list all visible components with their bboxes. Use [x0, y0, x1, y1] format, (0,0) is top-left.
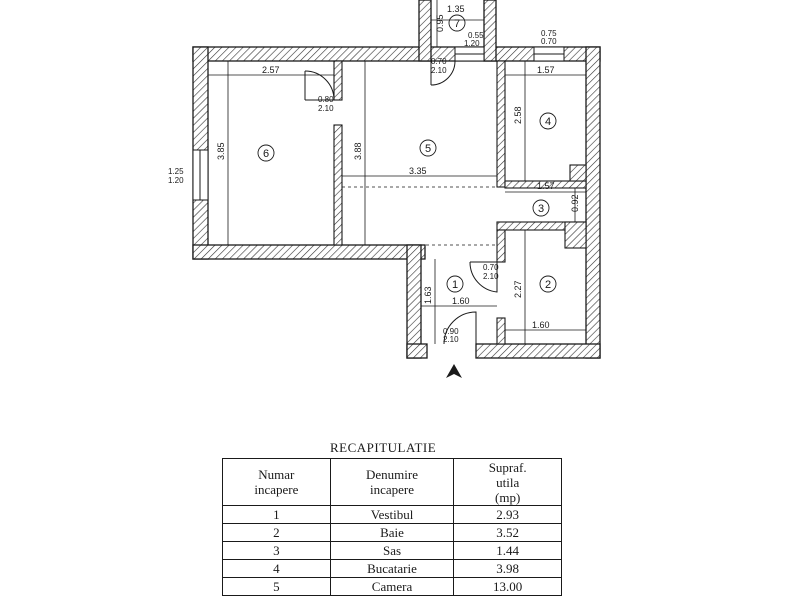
dim-door1-width: 0.90 — [443, 327, 459, 336]
dim-win4-height: 0.70 — [541, 37, 557, 46]
dim-r2-width: 1.60 — [532, 320, 550, 330]
cell-area: 3.52 — [453, 523, 562, 542]
cell-name: Baie — [329, 523, 455, 542]
cell-name: Sas — [329, 541, 455, 560]
table-row: 1 Vestibul 2.93 — [222, 505, 562, 524]
cell-name: Vestibul — [329, 505, 455, 524]
dim-win7-width: 0.55 — [468, 31, 484, 40]
cell-area: 13.00 — [453, 577, 562, 596]
cell-nr: 2 — [222, 523, 331, 542]
dim-r4-width: 1.57 — [537, 65, 555, 75]
room-marker-2 — [539, 275, 557, 293]
dim-door7-width: 0.70 — [431, 57, 447, 66]
dim-r6-width: 2.57 — [262, 65, 280, 75]
cell-nr: 5 — [222, 577, 331, 596]
dim-r3-height: 0.92 — [570, 194, 580, 212]
room-number-5: 5 — [425, 143, 431, 155]
room-number-7: 7 — [454, 18, 460, 30]
dim-win6-height: 1.20 — [168, 176, 184, 185]
cell-nr: 3 — [222, 541, 331, 560]
dimension-lines — [208, 0, 586, 344]
dim-win6-width: 1.25 — [168, 167, 184, 176]
interior-walls — [333, 60, 587, 345]
room-marker-1 — [446, 275, 464, 293]
floor-plan: 1.35 0.95 0.70 2.10 0.55 1.20 0.75 0.70 … — [168, 0, 601, 378]
room-marker-3 — [532, 199, 550, 217]
cell-area: 1.44 — [453, 541, 562, 560]
room-number-2: 2 — [545, 279, 551, 291]
cell-name: Bucatarie — [329, 559, 455, 578]
table-row: 3 Sas 1.44 — [222, 541, 562, 560]
dim-r7-width: 1.35 — [447, 4, 465, 14]
dim-door1-height: 2.10 — [443, 335, 459, 344]
recap-title: RECAPITULATIE — [330, 440, 437, 455]
cell-area: 2.93 — [453, 505, 562, 524]
dim-door2-width: 0.70 — [483, 263, 499, 272]
room-marker-4 — [539, 112, 557, 130]
table-row: 2 Baie 3.52 — [222, 523, 562, 542]
dim-door2-height: 2.10 — [483, 272, 499, 281]
room-number-3: 3 — [538, 203, 544, 215]
room-number-6: 6 — [263, 148, 269, 160]
dim-r4-height: 2.58 — [513, 106, 523, 124]
windows — [192, 46, 565, 201]
table-row: 4 Bucatarie 3.98 — [222, 559, 562, 578]
dim-win4-width: 0.75 — [541, 29, 557, 38]
dim-door6-width: 0.80 — [318, 95, 334, 104]
dim-r1-width: 1.60 — [452, 296, 470, 306]
dim-r1-height: 1.63 — [423, 286, 433, 304]
dim-r3-width: 1.57 — [537, 181, 555, 191]
dim-r2-height: 2.27 — [513, 280, 523, 298]
dim-r6-height: 3.85 — [216, 142, 226, 160]
room-number-4: 4 — [545, 116, 551, 128]
cell-area: 3.98 — [453, 559, 562, 578]
dim-door7-height: 2.10 — [431, 66, 447, 75]
cell-name: Camera — [329, 577, 455, 596]
doors — [304, 60, 498, 345]
room-number-1: 1 — [452, 279, 458, 291]
room-marker-6 — [257, 144, 275, 162]
dim-r5-height: 3.88 — [353, 142, 363, 160]
header-suprafata-utila: Supraf.utila(mp) — [453, 458, 562, 506]
dim-r7-height: 0.95 — [435, 14, 445, 32]
cell-nr: 4 — [222, 559, 331, 578]
dim-door6-height: 2.10 — [318, 104, 334, 113]
table-row: 5 Camera 13.00 — [222, 577, 562, 596]
room-marker-7 — [448, 14, 466, 32]
room-marker-5 — [419, 139, 437, 157]
cell-nr: 1 — [222, 505, 331, 524]
dim-r5-width: 3.35 — [409, 166, 427, 176]
dim-win7-height: 1.20 — [464, 39, 480, 48]
entrance-arrow-icon — [446, 364, 462, 378]
